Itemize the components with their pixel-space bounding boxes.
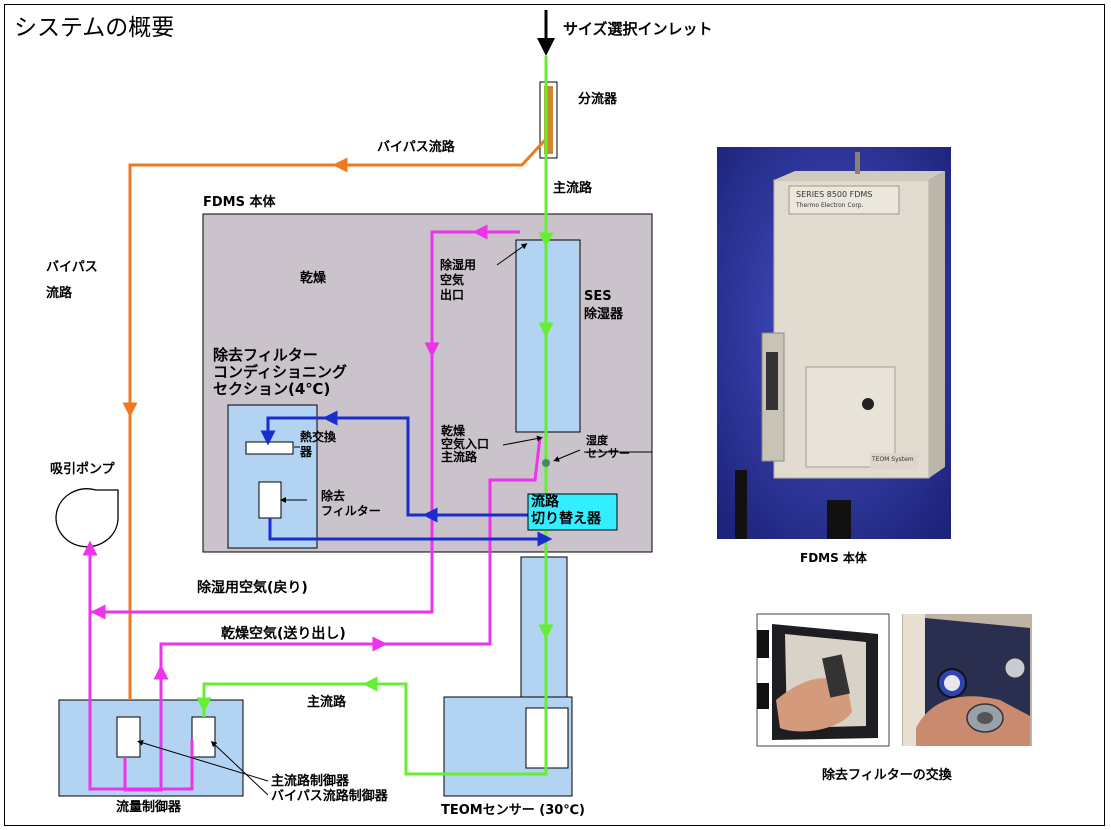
- dry-air-send-label: 乾燥空気(送り出し): [221, 626, 346, 642]
- heat-exchanger-box: [245, 441, 294, 455]
- flow-controller-label: 流量制御器: [116, 800, 182, 815]
- suction-pump-label: 吸引ポンプ: [50, 462, 115, 477]
- unit-badge-text: TEOM System: [872, 456, 914, 463]
- main-path-controller-box: [116, 716, 141, 758]
- main-path-controller-label: 主流路制御器: [271, 774, 350, 789]
- suction-pump-icon: [55, 488, 119, 548]
- path-switcher-box: [527, 493, 618, 531]
- cooling-flow-lines: [260, 410, 553, 547]
- bypass-path-controller-box: [191, 716, 216, 758]
- fdms-photo-caption: FDMS 本体: [800, 551, 867, 565]
- drying-label: 乾燥: [300, 271, 327, 286]
- main-path-top-label: 主流路: [553, 181, 593, 196]
- page-title: システムの概要: [14, 15, 175, 41]
- dehumid-return-label: 除湿用空気(戻り): [197, 580, 308, 596]
- unit-sub-text: Thermo Electron Corp.: [796, 202, 864, 209]
- fdms-unit-photo: [717, 147, 951, 539]
- unit-brand-text: SERIES 8500 FDMS: [796, 190, 873, 199]
- removal-filter-box: [258, 481, 282, 519]
- humidity-sensor-label: 湿度 センサー: [586, 434, 630, 460]
- dehumid-flow-lines: [82, 224, 542, 792]
- humidity-sensor-dot: [542, 459, 550, 467]
- main-path-bottom-label: 主流路: [307, 695, 347, 710]
- bypass-flow-lines: [122, 138, 547, 700]
- splitter-label: 分流器: [578, 92, 618, 107]
- filter-conditioning-label: 除去フィルター コンディショニング セクション(4℃): [213, 346, 347, 398]
- bypass-path-top-label: バイパス流路: [377, 140, 455, 155]
- filter-replace-photo-right: [902, 614, 1032, 746]
- teom-column-box: [520, 556, 568, 700]
- dehumid-outlet-label: 除湿用 空気 出口: [440, 258, 477, 302]
- pointer-lines: [137, 243, 581, 796]
- dry-air-inlet-label: 乾燥 空気入口 主流路: [441, 424, 490, 464]
- removal-filter-label: 除去 フィルター: [321, 489, 381, 518]
- bypass-path-controller-label: バイパス流路制御器: [271, 789, 388, 804]
- conditioning-section-box: [227, 404, 318, 549]
- inlet-label: サイズ選択インレット: [563, 20, 713, 38]
- teom-sensor-label: TEOMセンサー (30℃): [441, 803, 585, 818]
- heat-exchanger-label: 熱交換 器: [300, 430, 337, 459]
- filter-replace-photo-left: [756, 613, 890, 747]
- diagram-frame: [4, 4, 1105, 826]
- path-switcher-label: 流路 切り替え器: [531, 494, 601, 527]
- fdms-body-label: FDMS 本体: [203, 195, 276, 210]
- main-flow-lines: [196, 56, 554, 776]
- bypass-left-label: バイパス 流路: [46, 260, 98, 301]
- filter-replace-caption: 除去フィルターの交換: [822, 768, 952, 783]
- ses-dehumidifier-label: SES 除湿器: [584, 289, 624, 322]
- ses-dehumidifier-box: [515, 239, 581, 433]
